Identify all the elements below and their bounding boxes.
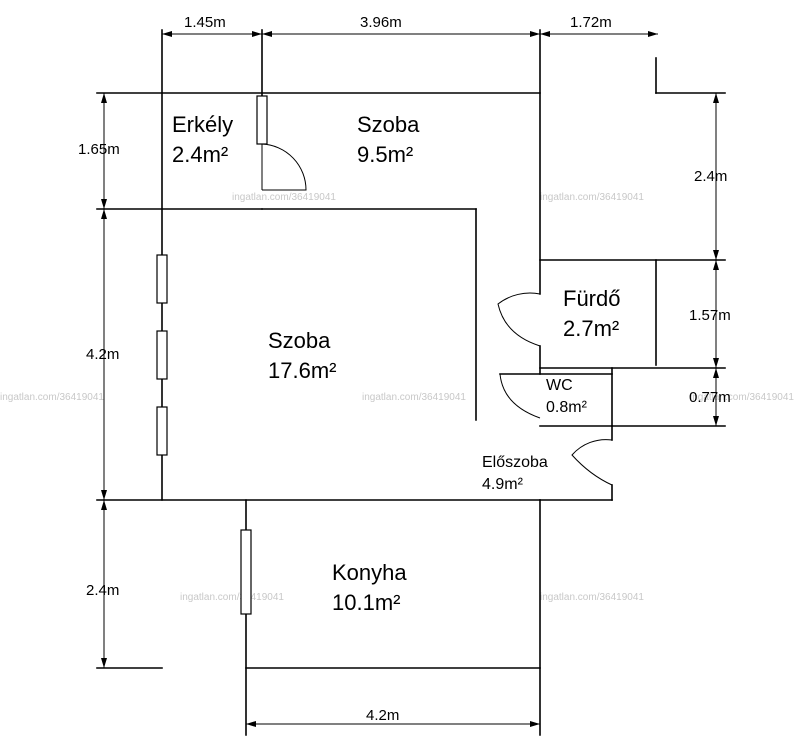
arrow [252, 31, 262, 37]
room-area-erkely: 2.4m² [172, 142, 228, 167]
room-name-eloszoba: Előszoba [482, 454, 548, 471]
arrow [101, 209, 107, 219]
doors [261, 143, 613, 486]
watermark-text: ingatlan.com/36419041 [180, 592, 284, 603]
watermark-text: ingatlan.com/36419041 [690, 392, 794, 403]
dimension-labels: 1.45m 3.96m 1.72m 1.65m 4.2m 2.4m 2.4m 1… [78, 14, 731, 724]
arrow [540, 31, 550, 37]
arrow [713, 416, 719, 426]
arrow [713, 260, 719, 270]
dim-label-left-1: 1.65m [78, 141, 120, 158]
dim-label-top-2: 3.96m [360, 14, 402, 31]
arrow [713, 368, 719, 378]
dim-label-top-1: 1.45m [184, 14, 226, 31]
watermarks: ingatlan.com/36419041 ingatlan.com/36419… [0, 192, 794, 603]
door-bath-swing [497, 292, 541, 347]
arrow [530, 721, 540, 727]
arrow [162, 31, 172, 37]
arrow [101, 93, 107, 103]
dim-label-top-3: 1.72m [570, 14, 612, 31]
dim-label-left-2: 4.2m [86, 346, 119, 363]
room-area-eloszoba: 4.9m² [482, 476, 524, 493]
dim-label-right-2: 1.57m [689, 307, 731, 324]
arrow [246, 721, 256, 727]
window-big-room-2 [156, 330, 168, 380]
room-name-wc: WC [546, 377, 573, 394]
arrow [101, 500, 107, 510]
dim-label-right-1: 2.4m [694, 168, 727, 185]
arrow [713, 358, 719, 368]
door-wc-swing [499, 373, 541, 419]
watermark-text: ingatlan.com/36419041 [0, 392, 104, 403]
room-area-furdo: 2.7m² [563, 316, 619, 341]
room-name-szoba-large: Szoba [268, 328, 331, 353]
dim-label-bottom: 4.2m [366, 707, 399, 724]
dim-label-left-3: 2.4m [86, 582, 119, 599]
arrow [101, 658, 107, 668]
arrow [101, 490, 107, 500]
arrow [713, 250, 719, 260]
dim-label-right-3: 0.77m [689, 389, 731, 406]
dimension-lines [101, 31, 719, 727]
room-area-wc: 0.8m² [546, 399, 588, 416]
room-name-erkely: Erkély [172, 112, 233, 137]
room-name-szoba-small: Szoba [357, 112, 420, 137]
room-name-furdo: Fürdő [563, 286, 620, 311]
window-big-room-1 [156, 254, 168, 304]
room-area-konyha: 10.1m² [332, 590, 400, 615]
watermark-text: ingatlan.com/36419041 [540, 592, 644, 603]
arrow [530, 31, 540, 37]
window-kitchen [240, 529, 252, 615]
room-area-szoba-small: 9.5m² [357, 142, 413, 167]
arrow [713, 93, 719, 103]
door-balcony-swing [261, 143, 307, 191]
arrow [262, 31, 272, 37]
watermark-text: ingatlan.com/36419041 [232, 192, 336, 203]
window-big-room-3 [156, 406, 168, 456]
room-name-konyha: Konyha [332, 560, 407, 585]
arrow [101, 199, 107, 209]
door-hall-swing [571, 439, 613, 486]
room-labels: Erkély 2.4m² Szoba 9.5m² Szoba 17.6m² Fü… [172, 112, 620, 615]
watermark-text: ingatlan.com/36419041 [362, 392, 466, 403]
window-balcony [256, 95, 268, 145]
room-area-szoba-large: 17.6m² [268, 358, 336, 383]
watermark-text: ingatlan.com/36419041 [540, 192, 644, 203]
arrow [648, 31, 658, 37]
windows [156, 95, 268, 615]
